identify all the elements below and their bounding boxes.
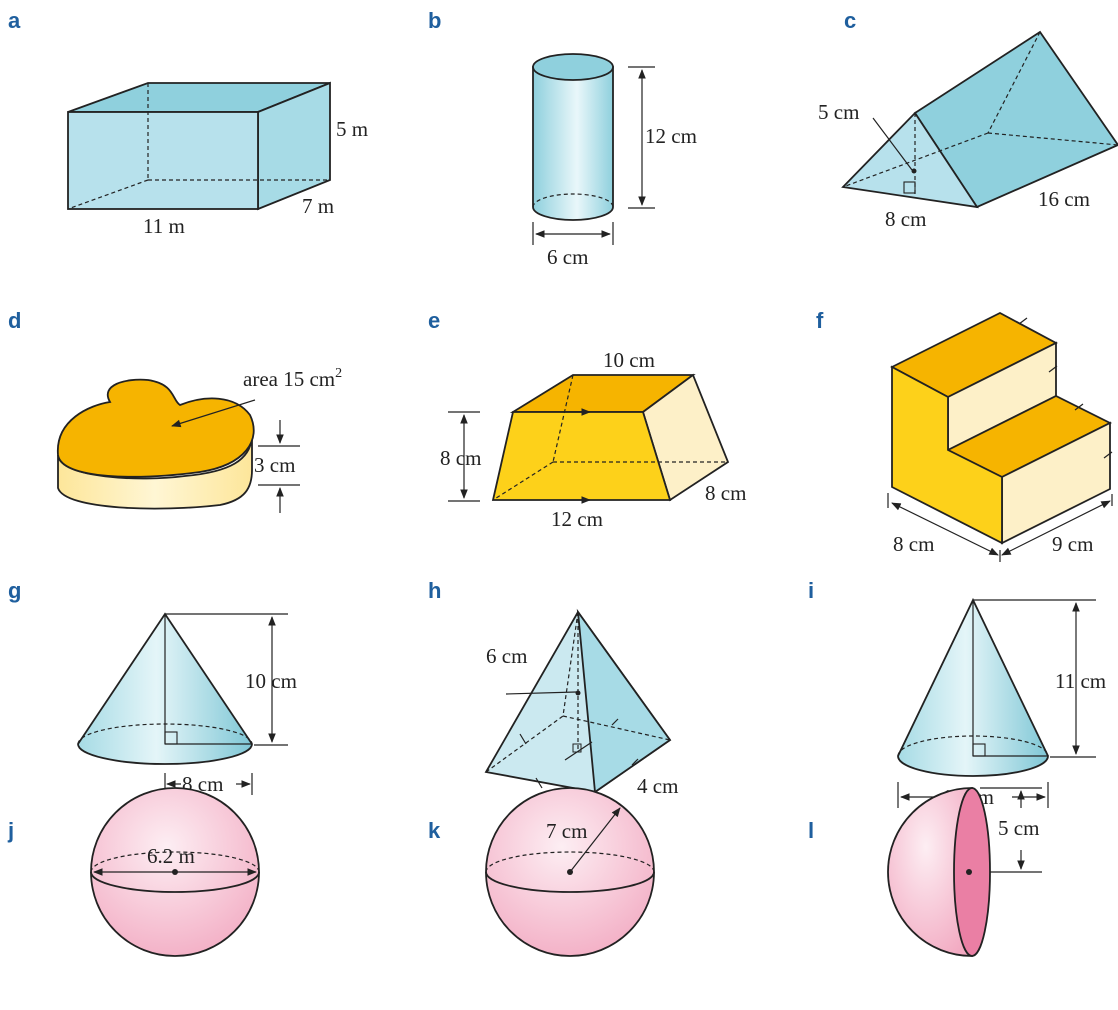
cuboid-a	[67, 81, 331, 211]
cone-i	[897, 597, 1096, 808]
label-i: i	[808, 578, 814, 603]
j-diameter-label: 6.2 m	[147, 844, 195, 868]
cone-g	[77, 612, 288, 795]
label-k: k	[428, 818, 441, 843]
e-height-label: 8 cm	[440, 446, 481, 470]
f-left-label: 8 cm	[893, 532, 934, 556]
sphere-j	[90, 787, 260, 957]
label-d: d	[8, 308, 21, 333]
square-pyramid-h	[484, 608, 672, 794]
label-g: g	[8, 578, 21, 603]
c-base-label: 8 cm	[885, 207, 926, 231]
sphere-k	[485, 787, 655, 957]
e-bottom-label: 12 cm	[551, 507, 603, 531]
b-height-label: 12 cm	[645, 124, 697, 148]
label-b: b	[428, 8, 441, 33]
b-diameter-label: 6 cm	[547, 245, 588, 269]
f-right-label: 9 cm	[1052, 532, 1093, 556]
a-length-label: 11 m	[143, 214, 185, 238]
h-side-label: 4 cm	[637, 774, 678, 798]
label-f: f	[816, 308, 824, 333]
h-height-label: 6 cm	[486, 644, 527, 668]
label-j: j	[7, 818, 14, 843]
a-width-label: 7 m	[302, 194, 334, 218]
label-l: l	[808, 818, 814, 843]
irregular-prism-d	[57, 378, 300, 513]
e-top-label: 10 cm	[603, 348, 655, 372]
d-area-text: area 15 cm	[243, 367, 335, 391]
c-length-label: 16 cm	[1038, 187, 1090, 211]
label-a: a	[8, 8, 21, 33]
c-height-label: 5 cm	[818, 100, 859, 124]
a-height-label: 5 m	[336, 117, 368, 141]
trapezoidal-prism-e	[448, 373, 730, 504]
k-radius-label: 7 cm	[546, 819, 587, 843]
label-e: e	[428, 308, 440, 333]
triangular-prism-c	[841, 30, 1118, 209]
hemisphere-l	[887, 787, 1042, 957]
e-depth-label: 8 cm	[705, 481, 746, 505]
cylinder-b	[532, 53, 655, 245]
label-h: h	[428, 578, 441, 603]
l-radius-label: 5 cm	[998, 816, 1039, 840]
label-c: c	[844, 8, 856, 33]
g-height-label: 10 cm	[245, 669, 297, 693]
step-prism-f	[887, 311, 1113, 562]
i-height-label: 11 cm	[1055, 669, 1106, 693]
d-area-exp: 2	[335, 366, 342, 381]
d-depth-label: 3 cm	[254, 453, 295, 477]
d-area-label: area 15 cm2	[243, 366, 342, 391]
